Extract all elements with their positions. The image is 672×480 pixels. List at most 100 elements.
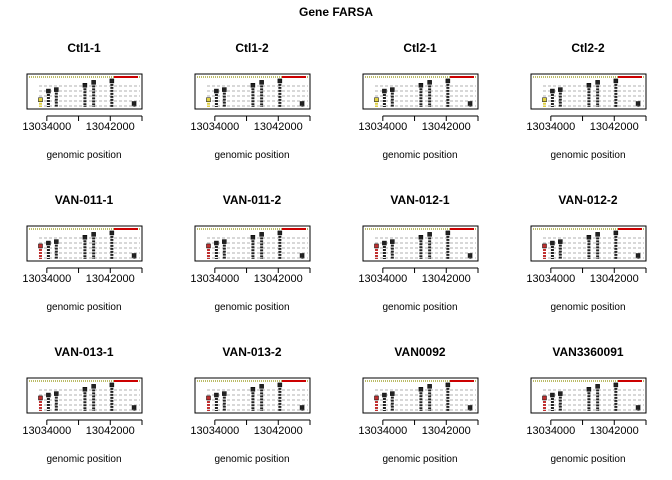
data-point — [586, 83, 592, 88]
chart-panel: Ctl1-1 13034000 13042000 genomic position — [0, 0, 168, 161]
data-point — [595, 384, 600, 389]
x-tick-label: 13034000 — [358, 273, 407, 285]
data-point — [635, 253, 641, 258]
panel-plot: 13034000 13042000 — [526, 225, 647, 285]
data-point — [46, 240, 51, 246]
plot-frame — [530, 225, 647, 262]
data-point — [259, 232, 264, 237]
data-point — [550, 88, 555, 94]
data-point — [558, 239, 563, 244]
data-point — [250, 387, 256, 392]
data-point — [46, 88, 51, 94]
x-axis-label: genomic position — [46, 150, 122, 161]
x-tick-label: 13042000 — [254, 121, 303, 133]
panel-title: VAN-013-2 — [222, 345, 282, 359]
data-point — [206, 97, 211, 102]
panel-title: VAN-011-1 — [54, 193, 114, 207]
panel-title: Ctl1-1 — [67, 41, 101, 55]
data-point — [542, 395, 547, 401]
panel-title: Ctl2-2 — [571, 41, 605, 55]
data-point — [595, 80, 600, 85]
x-axis-label: genomic position — [550, 454, 626, 465]
x-tick-label: 13034000 — [358, 121, 407, 133]
data-point — [82, 83, 88, 88]
data-point — [586, 387, 592, 392]
x-tick-label: 13042000 — [254, 273, 303, 285]
data-point — [382, 88, 387, 94]
data-point — [131, 253, 137, 258]
chart-panel: VAN3360091 13034000 13042000 genomic positi… — [504, 304, 672, 465]
data-point — [131, 405, 137, 410]
x-tick-label: 13034000 — [358, 425, 407, 437]
x-tick-label: 13034000 — [526, 273, 575, 285]
data-point — [595, 232, 600, 237]
plot-frame — [194, 377, 311, 414]
x-axis-label: genomic position — [382, 302, 458, 313]
data-point — [550, 240, 555, 246]
data-point — [635, 405, 641, 410]
panel-title: VAN0092 — [394, 345, 446, 359]
panel-title: VAN-013-1 — [54, 345, 114, 359]
data-point — [214, 240, 219, 246]
data-point — [222, 87, 227, 92]
data-point — [91, 384, 96, 389]
data-point — [558, 87, 563, 92]
data-point — [91, 232, 96, 237]
x-tick-label: 13034000 — [22, 121, 71, 133]
x-tick-label: 13042000 — [590, 425, 639, 437]
data-point — [418, 83, 424, 88]
x-axis-label: genomic position — [46, 302, 122, 313]
data-point — [390, 87, 395, 92]
plot-frame — [26, 377, 143, 414]
data-point — [374, 243, 379, 249]
data-point — [299, 405, 305, 410]
data-point — [82, 387, 88, 392]
data-point — [445, 230, 451, 236]
data-point — [542, 243, 547, 249]
data-point — [427, 80, 432, 85]
x-tick-label: 13034000 — [526, 121, 575, 133]
x-tick-label: 13034000 — [526, 425, 575, 437]
data-point — [418, 235, 424, 240]
data-point — [277, 382, 283, 388]
panel-plot: 13034000 13042000 — [358, 225, 479, 285]
x-tick-label: 13034000 — [190, 273, 239, 285]
panel-plot: 13034000 13042000 — [190, 225, 311, 285]
x-tick-label: 13042000 — [422, 425, 471, 437]
x-tick-label: 13034000 — [190, 425, 239, 437]
x-tick-label: 13042000 — [86, 273, 135, 285]
x-tick-label: 13042000 — [422, 273, 471, 285]
x-axis-label: genomic position — [550, 150, 626, 161]
data-point — [467, 101, 473, 106]
data-point — [54, 239, 59, 244]
data-point — [206, 395, 211, 401]
data-point — [542, 97, 547, 102]
data-point — [259, 80, 264, 85]
x-tick-label: 13042000 — [590, 121, 639, 133]
plot-frame — [26, 225, 143, 262]
panel-title: Ctl1-2 — [235, 41, 269, 55]
x-tick-label: 13042000 — [590, 273, 639, 285]
x-axis-label: genomic position — [550, 302, 626, 313]
data-point — [206, 243, 211, 249]
panel-title: VAN3360091 — [552, 345, 624, 359]
data-point — [54, 391, 59, 396]
chart-panel: Ctl2-2 13034000 13042000 genomic position — [504, 0, 672, 161]
panel-plot: 13034000 13042000 — [526, 73, 647, 133]
data-point — [467, 253, 473, 258]
x-tick-label: 13042000 — [86, 121, 135, 133]
data-point — [374, 395, 379, 401]
data-point — [382, 392, 387, 398]
plot-frame — [530, 73, 647, 110]
plot-frame — [194, 225, 311, 262]
x-axis-label: genomic position — [214, 150, 290, 161]
